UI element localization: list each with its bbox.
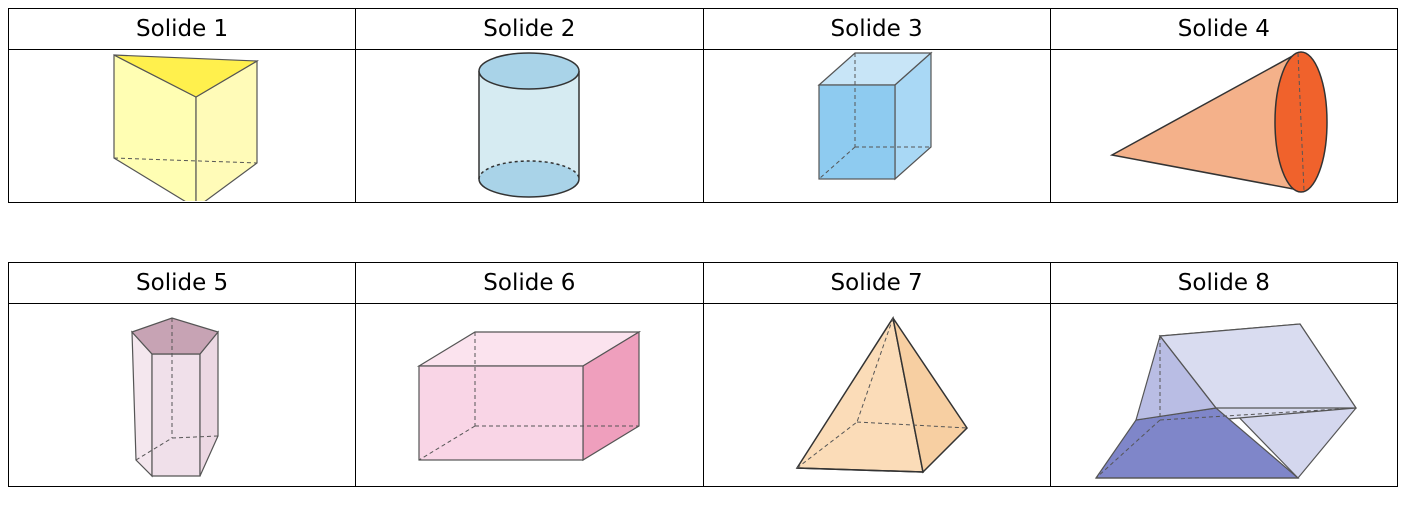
solide-1-label: Solide 1	[7, 8, 357, 50]
cone-icon	[1109, 51, 1328, 193]
solide-7-label: Solide 7	[702, 262, 1051, 304]
solids-table-row-2: Solide 5 Solide 6 Solide 7 Solide 8	[7, 262, 1399, 487]
solide-3-label: Solide 3	[702, 8, 1051, 50]
solide-5-cell	[7, 303, 357, 487]
cube-icon	[817, 51, 933, 181]
pentagonal-prism-icon	[131, 317, 220, 478]
solide-8-label: Solide 8	[1049, 262, 1399, 304]
solide-6-label: Solide 6	[355, 262, 704, 304]
solide-4-label: Solide 4	[1049, 8, 1399, 50]
triangular-prism-icon	[113, 54, 260, 201]
solide-5-label: Solide 5	[7, 262, 357, 304]
solide-8-cell	[1049, 303, 1399, 487]
solide-6-cell	[355, 303, 704, 487]
rectangular-prism-icon	[417, 330, 642, 462]
solide-4-cell	[1049, 49, 1399, 203]
solide-7-cell	[702, 303, 1051, 487]
solids-table-row-1: Solide 1 Solide 2 Solide 3 Solide 4	[7, 8, 1399, 203]
square-pyramid-icon	[795, 316, 968, 474]
solide-1-cell	[7, 49, 357, 203]
solide-2-label: Solide 2	[355, 8, 704, 50]
solide-3-cell	[702, 49, 1051, 203]
cylinder-icon	[478, 52, 581, 198]
solide-2-cell	[355, 49, 704, 203]
trapezoidal-prism-icon	[1094, 323, 1357, 479]
